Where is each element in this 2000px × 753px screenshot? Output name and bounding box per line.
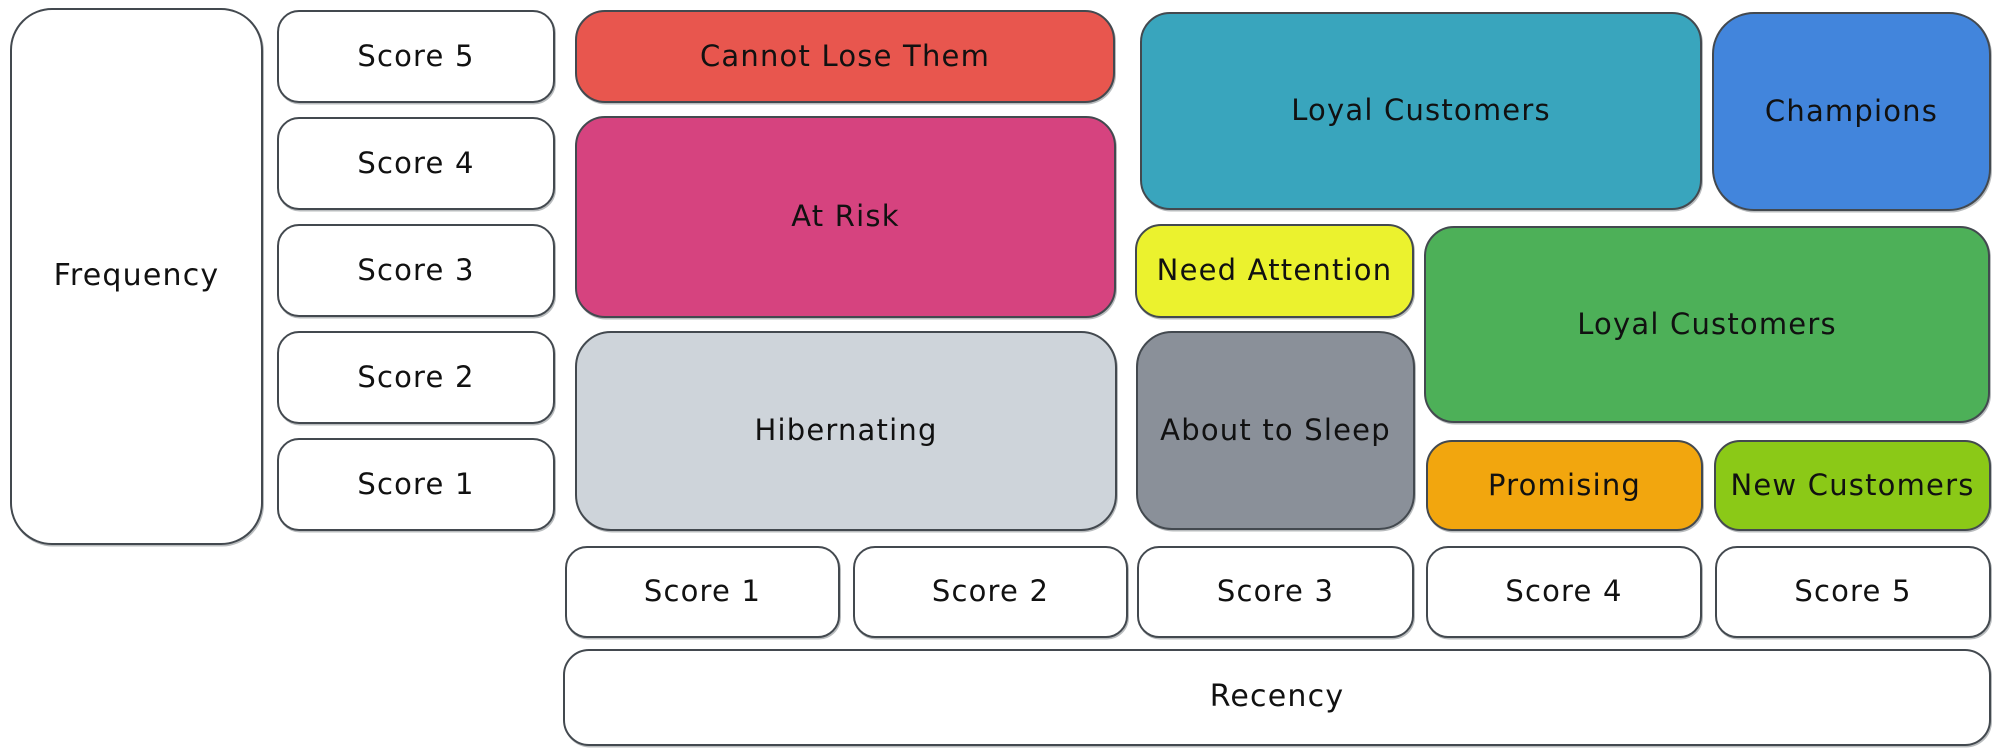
segment-new-customers: New Customers	[1714, 440, 1991, 531]
segment-loyal-customers-lower: Loyal Customers	[1424, 226, 1990, 423]
segment-hibernating: Hibernating	[575, 331, 1117, 531]
frequency-score-3-box: Score 3	[277, 224, 555, 317]
frequency-score-5-box: Score 5	[277, 10, 555, 103]
segment-champions: Champions	[1712, 12, 1991, 211]
recency-score-3-box: Score 3	[1137, 546, 1414, 638]
segment-cannot-lose-them: Cannot Lose Them	[575, 10, 1115, 103]
segment-loyal-customers-upper: Loyal Customers	[1140, 12, 1702, 210]
recency-score-1-box: Score 1	[565, 546, 840, 638]
frequency-score-4-box: Score 4	[277, 117, 555, 210]
segment-promising: Promising	[1426, 440, 1703, 531]
recency-score-2-box: Score 2	[853, 546, 1128, 638]
recency-score-5-box: Score 5	[1715, 546, 1991, 638]
segment-at-risk: At Risk	[575, 116, 1116, 318]
frequency-score-2-box: Score 2	[277, 331, 555, 424]
frequency-axis-label: Frequency	[10, 8, 263, 545]
frequency-score-1-box: Score 1	[277, 438, 555, 531]
segment-need-attention: Need Attention	[1135, 224, 1414, 318]
recency-score-4-box: Score 4	[1426, 546, 1702, 638]
segment-about-to-sleep: About to Sleep	[1136, 331, 1415, 530]
recency-axis-label: Recency	[563, 649, 1991, 746]
